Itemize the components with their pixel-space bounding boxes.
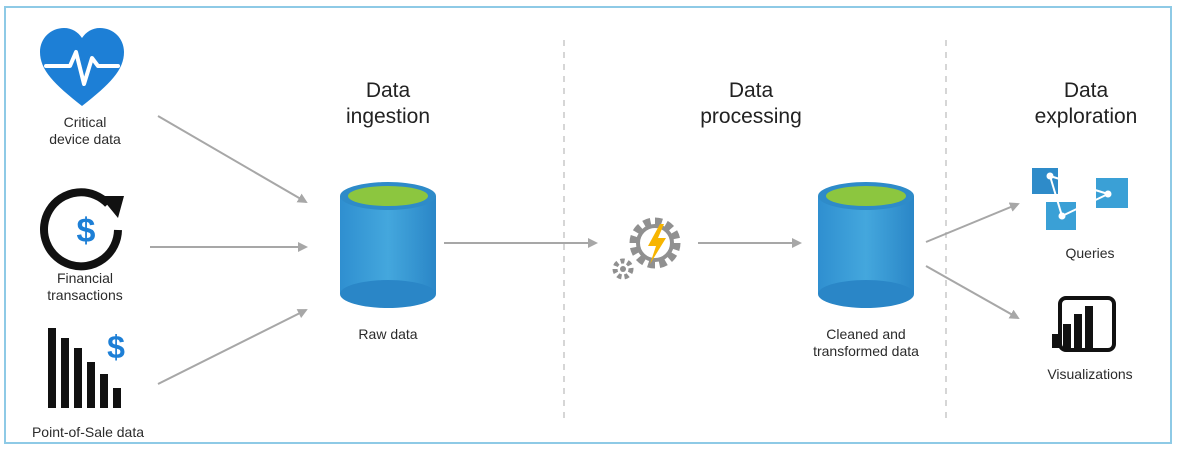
raw-database-icon bbox=[340, 182, 436, 308]
label-queries-text: Queries bbox=[1065, 245, 1115, 261]
label-financial-line1: Financial bbox=[56, 270, 114, 286]
cleaned-database-icon bbox=[818, 182, 914, 308]
label-cleaned-data: Cleaned and transformed data bbox=[796, 326, 936, 360]
label-cleaned-line1: Cleaned and bbox=[826, 326, 906, 342]
label-critical-line1: Critical bbox=[63, 114, 107, 130]
heading-ingestion: Data ingestion bbox=[318, 78, 458, 130]
label-visualizations-text: Visualizations bbox=[1047, 366, 1133, 382]
gear-lightning-icon bbox=[612, 217, 681, 280]
label-critical-line2: device data bbox=[49, 131, 121, 147]
heading-ingestion-line2: ingestion bbox=[345, 105, 431, 128]
query-network-icon bbox=[1032, 168, 1128, 230]
arrow-pos-to-raw bbox=[157, 309, 308, 385]
bar-chart-dollar-icon: $ bbox=[48, 328, 125, 408]
label-pos-line1: Point-of-Sale data bbox=[31, 424, 145, 440]
heading-processing: Data processing bbox=[676, 78, 826, 130]
heading-processing-line2: processing bbox=[700, 105, 802, 128]
label-raw-data: Raw data bbox=[340, 326, 436, 343]
heading-exploration-line1: Data bbox=[1063, 79, 1109, 102]
label-financial-transactions: Financial transactions bbox=[20, 270, 150, 304]
arrow-cleaned-to-visualizations bbox=[925, 265, 1020, 319]
power-bi-icon bbox=[1052, 296, 1116, 352]
arrow-critical-to-raw bbox=[157, 115, 308, 204]
heading-ingestion-line1: Data bbox=[365, 79, 411, 102]
heading-exploration: Data exploration bbox=[1006, 78, 1166, 130]
heart-pulse-icon bbox=[40, 28, 124, 106]
label-visualizations: Visualizations bbox=[1030, 366, 1150, 383]
heading-exploration-line2: exploration bbox=[1034, 105, 1138, 128]
heading-processing-line1: Data bbox=[728, 79, 774, 102]
arrow-cleaned-to-queries bbox=[925, 202, 1020, 243]
label-raw-line1: Raw data bbox=[358, 326, 418, 342]
label-cleaned-line2: transformed data bbox=[813, 343, 919, 359]
svg-text:$: $ bbox=[77, 212, 96, 250]
label-point-of-sale: Point-of-Sale data bbox=[8, 424, 168, 441]
dollar-cycle-icon: $ bbox=[40, 188, 124, 271]
diagram-frame bbox=[4, 6, 1172, 444]
label-queries: Queries bbox=[1040, 245, 1140, 262]
svg-text:$: $ bbox=[107, 329, 125, 365]
label-financial-line2: transactions bbox=[47, 287, 123, 303]
label-critical-device-data: Critical device data bbox=[20, 114, 150, 148]
